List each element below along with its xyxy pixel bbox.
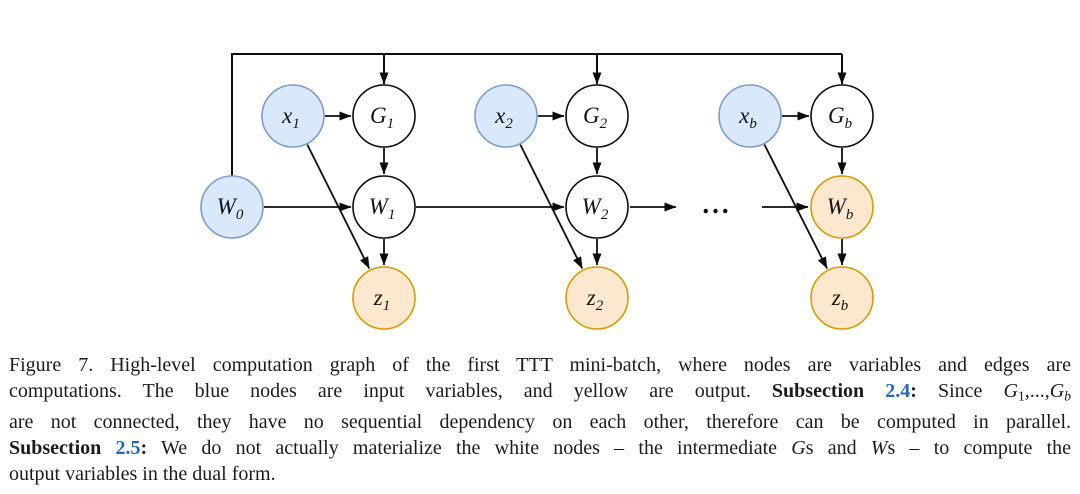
- node-circle-z1: [352, 266, 416, 330]
- node-G1: G1: [352, 84, 416, 148]
- node-circle-Gb: [810, 84, 874, 148]
- ellipsis: ...: [702, 189, 731, 219]
- caption-line-4: Subsection 2.5: We do not actually mater…: [9, 435, 1071, 461]
- caption-text: Figure 7. High-level computation graph o…: [9, 354, 1071, 376]
- caption-line-1: Figure 7. High-level computation graph o…: [9, 352, 1071, 378]
- node-circle-W0: [200, 175, 264, 239]
- caption-text: G: [1003, 380, 1018, 402]
- node-circle-G1: [352, 84, 416, 148]
- caption-text: Subsection: [9, 437, 116, 460]
- caption-text: are not connected, they have no sequenti…: [9, 411, 1071, 434]
- edge-x1-z1: [306, 144, 371, 269]
- node-x2: x2: [474, 84, 538, 148]
- node-G2: G2: [565, 84, 629, 148]
- rail-line: [231, 53, 842, 176]
- caption-text: G: [791, 437, 806, 460]
- caption-line-3: are not connected, they have no sequenti…: [9, 409, 1071, 435]
- caption-text: s – to compute the: [887, 437, 1072, 460]
- subsection-link[interactable]: 2.5: [115, 437, 141, 460]
- node-circle-G2: [565, 84, 629, 148]
- caption-text: We do not actually materialize the white…: [147, 437, 792, 460]
- node-W1: W1: [352, 175, 416, 239]
- node-zb: zb: [810, 266, 874, 330]
- node-circle-x2: [474, 84, 538, 148]
- figure-caption: Figure 7. High-level computation graph o…: [0, 348, 1080, 487]
- caption-line-5: output variables in the dual form.: [9, 461, 1071, 487]
- caption-text: G: [1049, 380, 1065, 402]
- node-circle-W2: [565, 175, 629, 239]
- node-x1: x1: [261, 84, 325, 148]
- caption-text: ,...,: [1024, 380, 1050, 402]
- node-W0: W0: [200, 175, 264, 239]
- node-xb: xb: [718, 84, 782, 148]
- subsection-link[interactable]: 2.4: [885, 380, 911, 402]
- caption-text: 1: [1017, 388, 1025, 404]
- node-circle-x1: [261, 84, 325, 148]
- node-Gb: Gb: [810, 84, 874, 148]
- node-W2: W2: [565, 175, 629, 239]
- node-Wb: Wb: [810, 175, 874, 239]
- node-circle-xb: [718, 84, 782, 148]
- caption-text: :: [910, 380, 917, 402]
- node-z2: z2: [565, 266, 629, 330]
- caption-text: :: [140, 437, 148, 460]
- caption-text: b: [1064, 388, 1071, 404]
- caption-text: W: [870, 437, 888, 460]
- node-circle-Wb: [810, 175, 874, 239]
- edge-x2-z2: [519, 144, 584, 269]
- caption-text: output variables in the dual form.: [9, 463, 276, 486]
- caption-line-2: computations. The blue nodes are input v…: [9, 378, 1071, 409]
- caption-text: Since: [916, 380, 1004, 402]
- caption-text: computations. The blue nodes are input v…: [9, 380, 772, 402]
- node-z1: z1: [352, 266, 416, 330]
- caption-text: s and: [805, 437, 871, 460]
- node-circle-z2: [565, 266, 629, 330]
- caption-text: Subsection: [771, 380, 886, 402]
- node-circle-W1: [352, 175, 416, 239]
- node-circle-zb: [810, 266, 874, 330]
